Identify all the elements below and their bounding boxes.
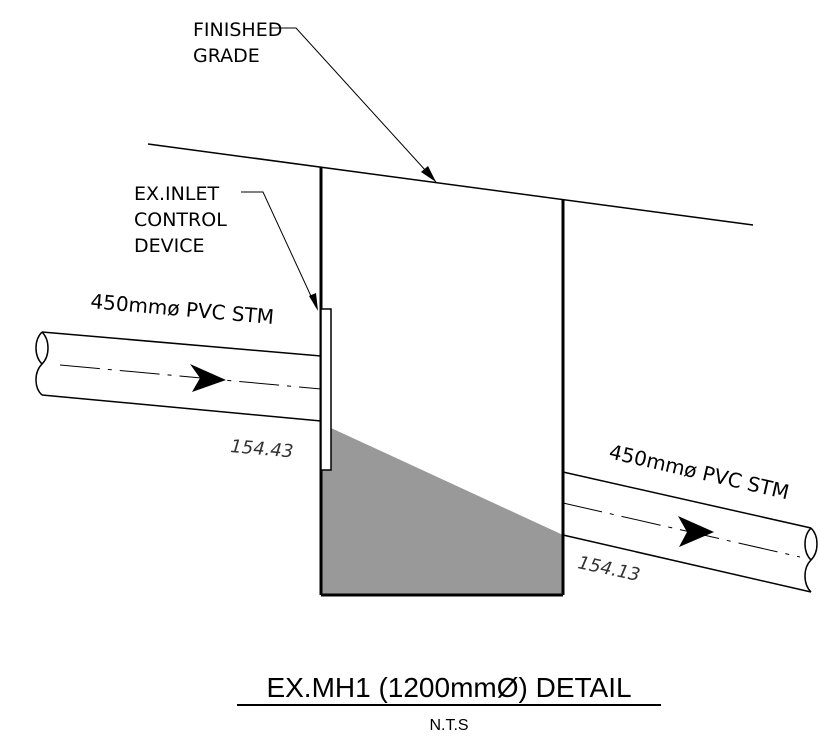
inlet-device-leader [241,191,317,308]
inlet-pipe-label: 450mmø PVC STM [90,289,275,329]
detail-subtitle: N.T.S [429,717,468,734]
outlet-pipe-label: 450mmø PVC STM [607,439,792,504]
finished-grade-arrowhead [421,166,436,182]
inlet-pipe [35,331,322,422]
finished-grade-label-line1: FINISHED [193,19,282,41]
inlet-invert-elevation: 154.43 [230,436,295,462]
inlet-device-label-line1: EX.INLET [134,183,219,205]
inlet-device-label-line2: CONTROL [134,209,227,231]
manhole-benching [321,428,563,595]
finished-grade-label-line2: GRADE [193,45,260,67]
finished-grade-leader [270,27,437,183]
inlet-flow-arrow [190,364,226,392]
outlet-pipe [562,471,818,593]
finished-grade-line [147,143,754,226]
outlet-invert-elevation: 154.13 [576,552,642,586]
detail-title: EX.MH1 (1200mmØ) DETAIL [266,672,631,703]
outlet-flow-arrow [678,516,714,547]
inlet-control-device [320,308,332,471]
inlet-device-arrowhead [309,293,318,311]
inlet-device-label-line3: DEVICE [134,235,205,257]
